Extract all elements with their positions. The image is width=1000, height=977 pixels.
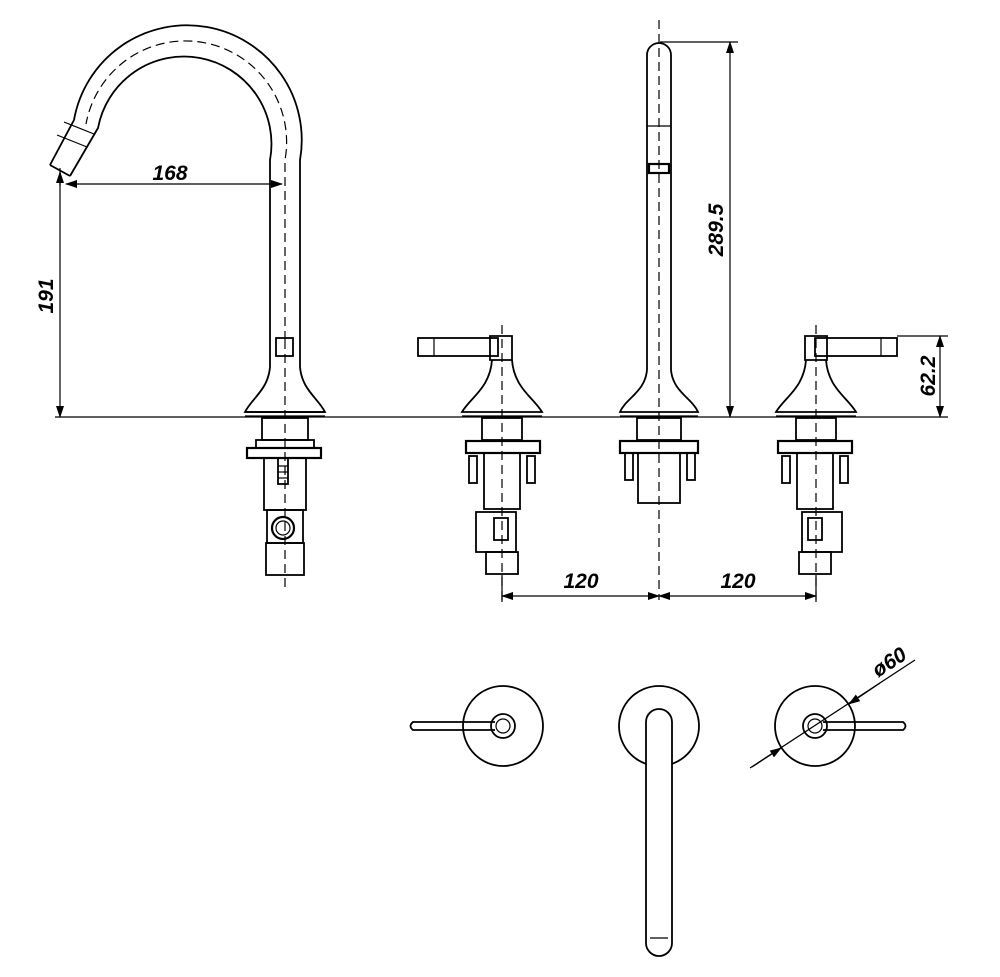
dim-sprayer-height: 289.5 xyxy=(660,41,738,418)
dim-spout-reach: 168 xyxy=(59,162,283,188)
dim-text-120-left: 120 xyxy=(563,570,598,593)
dim-text-191: 191 xyxy=(35,278,58,313)
dim-diameter: ø60 xyxy=(749,643,916,769)
left-handle-valve xyxy=(417,325,544,600)
dim-text-168: 168 xyxy=(152,162,187,185)
dim-text-diameter: ø60 xyxy=(868,643,911,682)
top-view-sprayer xyxy=(618,685,700,957)
dim-spout-height: 191 xyxy=(35,171,64,418)
dim-text-62-2: 62.2 xyxy=(917,355,940,396)
dim-text-289-5: 289.5 xyxy=(705,203,728,257)
dim-text-120-right: 120 xyxy=(720,570,755,593)
top-view-left-handle xyxy=(409,685,544,767)
side-sprayer xyxy=(618,20,700,600)
right-handle-valve xyxy=(774,325,898,600)
gooseneck-spout xyxy=(49,24,327,590)
dim-handle-height: 62.2 xyxy=(897,335,948,418)
dim-spacing: 120 120 xyxy=(501,570,817,602)
top-view-right-handle xyxy=(774,685,907,767)
